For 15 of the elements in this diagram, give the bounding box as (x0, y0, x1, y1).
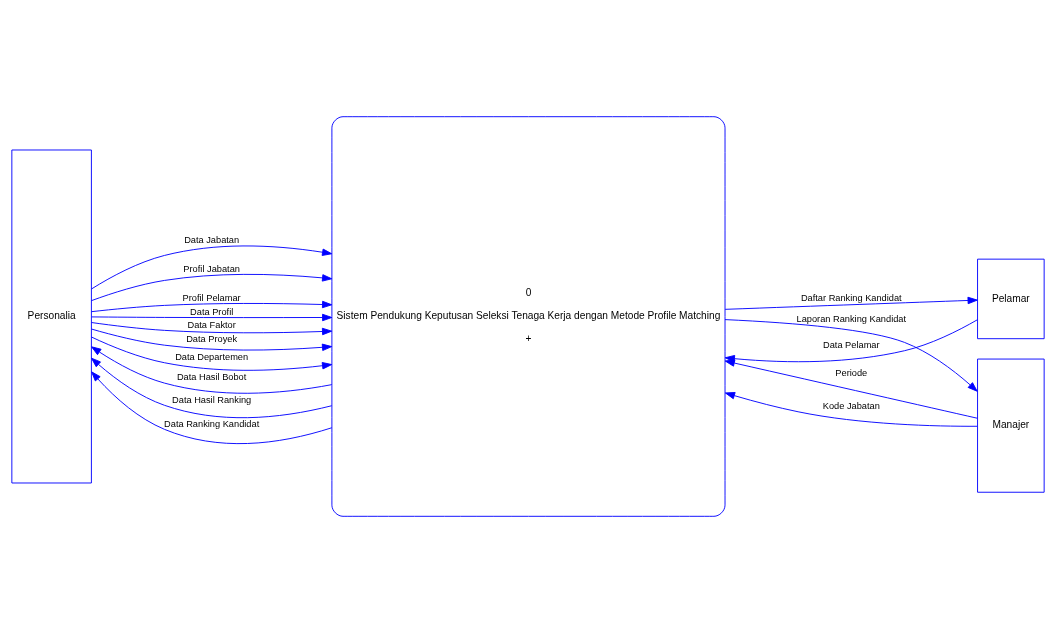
edge-label: Profil Jabatan (183, 263, 240, 274)
edge-label: Data Profil (190, 306, 234, 317)
edge-label: Daftar Ranking Kandidat (800, 292, 902, 303)
edge-label: Laporan Ranking Kandidat (796, 313, 907, 324)
edge-label: Data Ranking Kandidat (164, 418, 260, 429)
edge-label: Kode Jabatan (822, 400, 880, 411)
edge-label: Data Pelamar (823, 339, 880, 350)
edge-label: Profil Pelamar (182, 292, 241, 303)
edge-label: Data Faktor (187, 319, 236, 330)
edge-label: Data Hasil Bobot (176, 371, 247, 382)
edge-label: Data Jabatan (184, 234, 240, 245)
edge-label: Periode (835, 367, 868, 378)
edge-label: Data Hasil Ranking (172, 394, 252, 405)
edge-label: Data Departemen (175, 351, 249, 362)
edge-label: Data Proyek (186, 333, 238, 344)
